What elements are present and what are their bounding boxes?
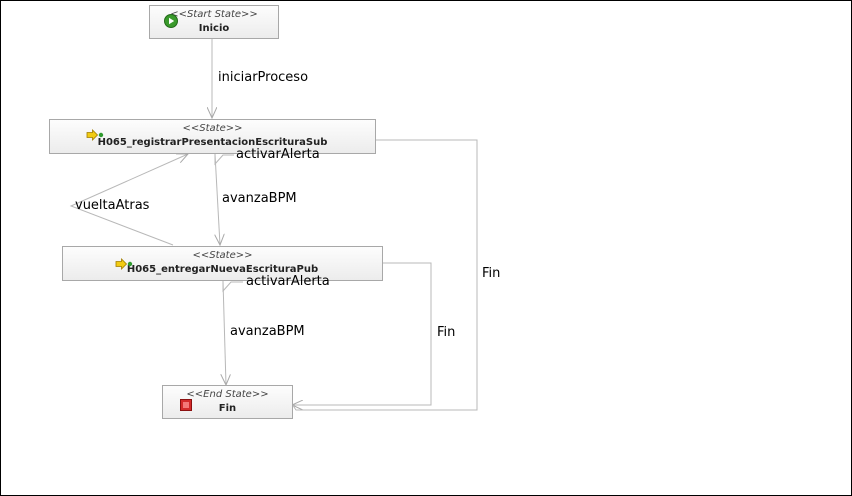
edge-activarAlerta-1[interactable] (214, 153, 234, 166)
state-node-registrar[interactable]: <<State>> H065_registrarPresentacionEscr… (49, 119, 376, 154)
label-fin-1[interactable]: Fin (437, 325, 456, 340)
edge-avanzaBPM-2[interactable] (223, 280, 226, 385)
end-stereotype: <<End State>> (186, 389, 269, 400)
registrar-name: H065_registrarPresentacionEscrituraSub (97, 137, 328, 148)
entregar-name: H065_entregarNuevaEscrituraPub (126, 264, 319, 275)
end-name: Fin (218, 403, 237, 414)
label-iniciarProceso[interactable]: iniciarProceso (218, 70, 309, 85)
state-arrow-icon (86, 126, 104, 145)
start-stereotype: <<Start State>> (170, 9, 258, 20)
edge-vueltaAtras[interactable] (69, 154, 188, 246)
start-state-node[interactable]: <<Start State>> Inicio (149, 5, 279, 39)
edge-avanzaBPM-1[interactable] (215, 153, 220, 245)
edge-fin-2[interactable] (291, 139, 478, 411)
edge-fin-1[interactable] (292, 262, 432, 405)
label-avanzaBPM-2[interactable]: avanzaBPM (230, 324, 305, 339)
state-arrow-icon (115, 255, 133, 274)
start-name: Inicio (198, 23, 230, 34)
edge-activarAlerta-2[interactable] (222, 280, 243, 293)
label-activarAlerta-2[interactable]: activarAlerta (246, 274, 330, 289)
state-node-entregar[interactable]: <<State>> H065_entregarNuevaEscrituraPub (62, 246, 383, 281)
entregar-stereotype: <<State>> (192, 250, 253, 261)
play-circle-icon (164, 13, 178, 32)
label-vueltaAtras[interactable]: vueltaAtras (75, 198, 150, 213)
label-activarAlerta-1[interactable]: activarAlerta (236, 147, 320, 162)
label-fin-2[interactable]: Fin (482, 266, 501, 281)
registrar-stereotype: <<State>> (182, 123, 243, 134)
end-state-node[interactable]: <<End State>> Fin (162, 385, 293, 419)
stop-square-icon (180, 396, 192, 415)
label-avanzaBPM-1[interactable]: avanzaBPM (222, 191, 297, 206)
